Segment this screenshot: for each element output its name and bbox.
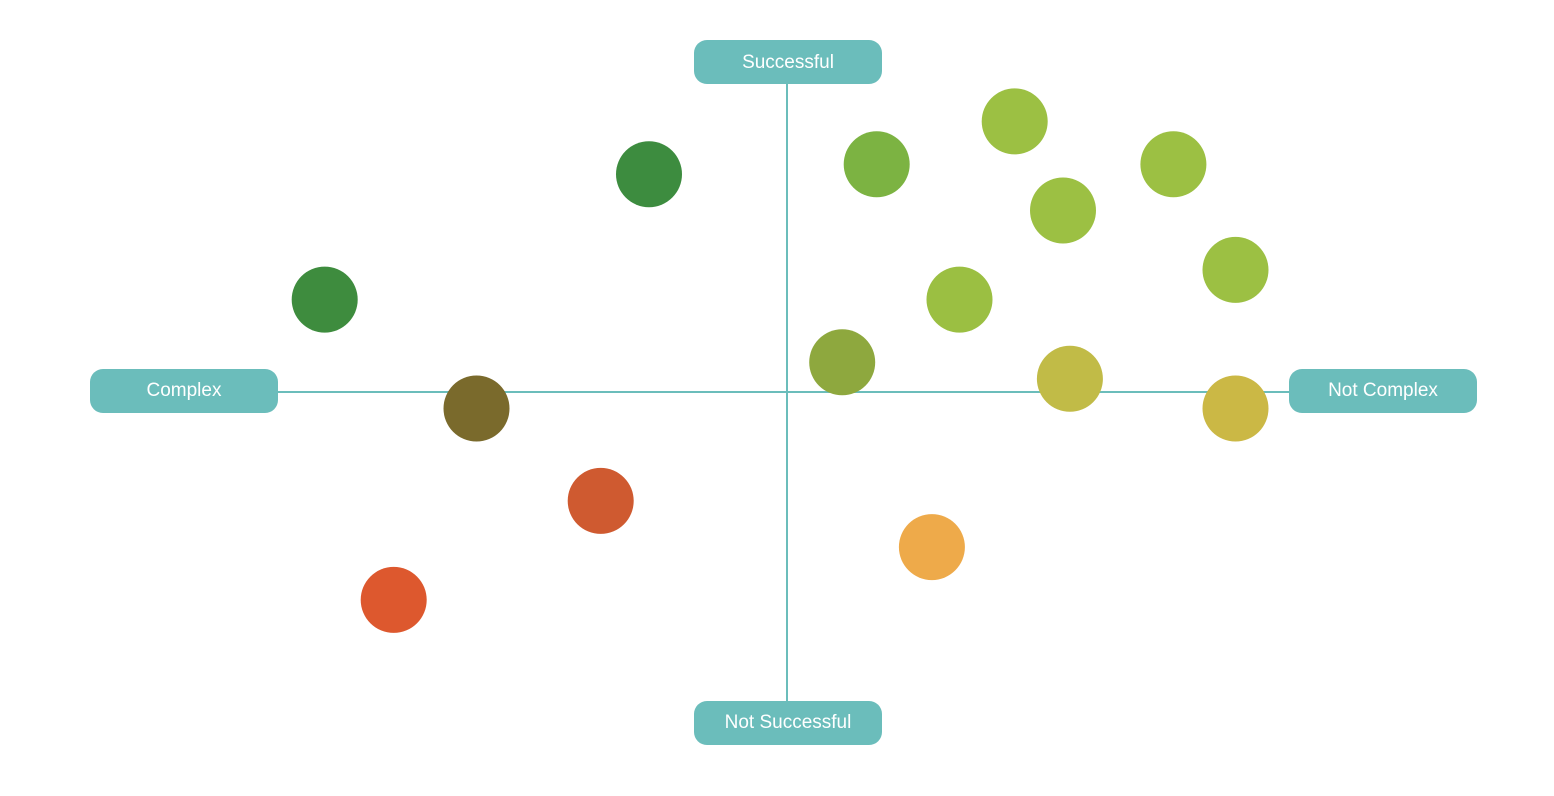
left-label-pill: Complex xyxy=(90,369,278,413)
scatter-point-10 xyxy=(1202,236,1269,303)
scatter-point-5 xyxy=(360,566,427,633)
scatter-point-3 xyxy=(443,375,510,442)
scatter-point-8 xyxy=(1140,131,1207,198)
right-label-pill: Not Complex xyxy=(1289,369,1477,413)
bottom-axis-label: Not Successful xyxy=(725,712,852,733)
left-axis-label: Complex xyxy=(147,380,222,401)
scatter-point-14 xyxy=(1202,375,1269,442)
top-label-pill: Successful xyxy=(694,40,882,84)
scatter-point-1 xyxy=(616,141,682,208)
right-axis-label: Not Complex xyxy=(1328,380,1438,401)
scatter-point-12 xyxy=(809,329,876,396)
scatter-point-13 xyxy=(1036,345,1103,412)
scatter-point-15 xyxy=(898,514,965,581)
bottom-label-pill: Not Successful xyxy=(694,701,882,745)
scatter-point-11 xyxy=(926,266,993,333)
scatter-point-2 xyxy=(291,266,358,333)
top-axis-label: Successful xyxy=(742,52,834,73)
scatter-point-4 xyxy=(567,467,634,534)
scatter-point-7 xyxy=(981,88,1048,155)
scatter-point-9 xyxy=(1030,177,1096,244)
scatter-point-6 xyxy=(843,131,910,198)
points-layer xyxy=(291,88,1269,633)
